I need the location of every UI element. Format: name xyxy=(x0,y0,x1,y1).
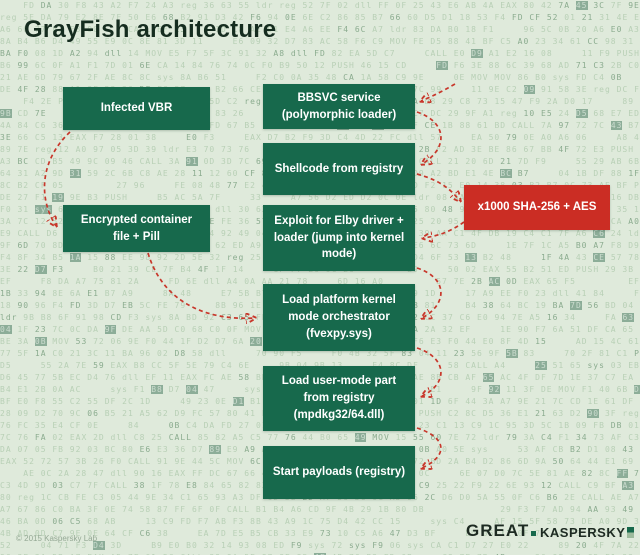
great-logo: GREAT xyxy=(466,521,537,541)
node-shellcode-registry: Shellcode from registry xyxy=(263,143,415,195)
node-usermode-part: Load user-mode part from registry (mpdkg… xyxy=(263,366,415,431)
node-exploit-elby: Exploit for Elby driver + loader (jump i… xyxy=(263,205,415,271)
node-sha256-aes: x1000 SHA-256 + AES xyxy=(464,185,610,230)
kaspersky-logo-text: KASPERSKY xyxy=(540,525,626,540)
node-start-payloads: Start payloads (registry) xyxy=(263,446,415,499)
node-kernel-orchestrator: Load platform kernel mode orchestrator (… xyxy=(263,284,415,351)
kaspersky-logo: KASPERSKY xyxy=(540,525,635,540)
great-logo-text: GREAT xyxy=(466,521,530,540)
great-logo-dot xyxy=(531,531,537,536)
node-bbsvc-service: BBSVC service (polymorphic loader) xyxy=(263,84,415,129)
kaspersky-logo-mark xyxy=(627,527,635,538)
node-encrypted-container: Encrypted container file + Pill xyxy=(63,205,210,252)
copyright-text: © 2015 Kaspersky Lab xyxy=(16,534,98,543)
node-infected-vbr: Infected VBR xyxy=(63,87,210,130)
page-title: GrayFish architecture xyxy=(24,16,277,43)
